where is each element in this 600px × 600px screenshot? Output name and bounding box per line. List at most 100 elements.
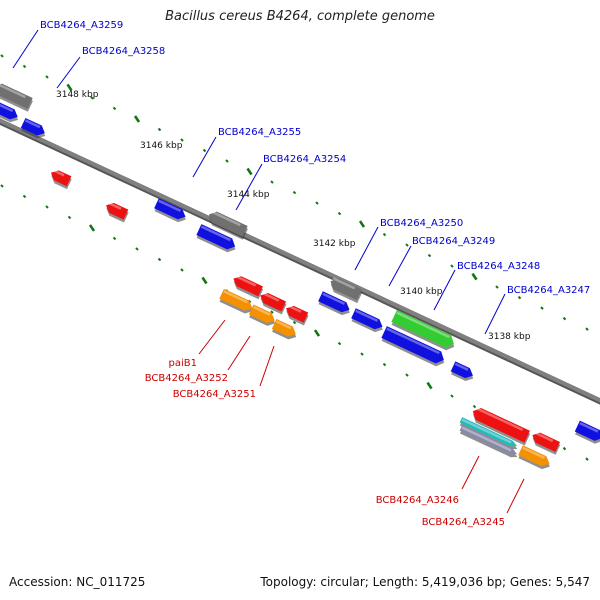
gene-feature-5[interactable] — [103, 200, 130, 223]
gene-feature-17[interactable] — [350, 308, 386, 334]
gene-label-reverse[interactable]: BCB4264_A3251 — [173, 389, 256, 400]
gene-label-reverse[interactable]: BCB4264_A3245 — [422, 517, 505, 528]
gene-highlight — [223, 290, 248, 304]
gene-body — [154, 198, 186, 220]
gene-feature-21[interactable] — [469, 405, 531, 446]
outer-tick-mark — [270, 180, 274, 184]
outer-tick-mark — [315, 201, 319, 205]
gene-feature-8[interactable] — [195, 224, 239, 255]
gene-feature-23[interactable] — [459, 425, 520, 460]
outer-tick-mark — [180, 138, 184, 142]
gene-feature-7[interactable] — [205, 209, 249, 240]
outer-tick-mark — [495, 285, 499, 289]
gene-highlight — [252, 305, 271, 316]
gene-body — [532, 432, 561, 452]
gene-label-forward[interactable]: BCB4264_A3250 — [380, 218, 463, 229]
outer-tick-mark — [471, 272, 478, 281]
inner-tick-mark — [112, 236, 117, 241]
scale-label: 3138 kbp — [488, 332, 531, 342]
inner-tick-mark — [426, 381, 433, 390]
gene-feature-3[interactable] — [20, 117, 49, 141]
label-leader-line — [433, 269, 456, 311]
gene-body — [518, 445, 550, 467]
gene-highlight — [200, 225, 231, 242]
gene-body — [381, 326, 444, 364]
gene-feature-2[interactable] — [0, 100, 21, 125]
outer-tick-mark — [292, 190, 297, 195]
gene-feature-6[interactable] — [153, 198, 189, 224]
gene-body — [459, 425, 518, 455]
label-leader-line — [354, 226, 379, 271]
gene-feature-26[interactable] — [574, 420, 600, 447]
inner-tick-mark — [562, 446, 567, 451]
gene-feature-20[interactable] — [450, 361, 477, 383]
gene-body — [318, 291, 350, 313]
label-leader-line — [259, 345, 275, 387]
label-leader-line — [56, 56, 81, 89]
gene-body — [286, 305, 309, 323]
outer-tick-mark — [450, 264, 454, 268]
gene-highlight — [235, 274, 257, 287]
label-leaders — [12, 29, 525, 514]
label-leader-line — [506, 478, 525, 514]
gene-label-forward[interactable]: BCB4264_A3258 — [82, 46, 165, 57]
gene-body — [196, 224, 236, 250]
gene-feature-19[interactable] — [380, 326, 448, 369]
gene-body — [248, 304, 275, 323]
outer-tick-mark — [517, 295, 522, 300]
gene-label-reverse[interactable]: BCB4264_A3252 — [145, 373, 228, 384]
gene-label-forward[interactable]: BCB4264_A3254 — [263, 154, 346, 165]
gene-label-reverse[interactable]: BCB4264_A3246 — [376, 495, 459, 506]
outer-tick-mark — [112, 106, 117, 111]
gene-label-forward[interactable]: BCB4264_A3259 — [40, 20, 123, 31]
outer-tick-mark — [337, 211, 342, 216]
inner-tick-mark — [135, 247, 139, 251]
outer-tick-mark — [540, 306, 544, 310]
gene-label-forward[interactable]: BCB4264_A3249 — [412, 236, 495, 247]
inner-tick-mark — [337, 341, 342, 346]
gene-feature-15[interactable] — [327, 276, 363, 304]
gene-feature-14[interactable] — [271, 318, 300, 342]
gene-highlight — [396, 311, 450, 339]
inner-tick-mark — [585, 457, 589, 461]
inner-tick-mark — [405, 373, 409, 377]
gene-feature-16[interactable] — [317, 291, 353, 317]
gene-feature-11[interactable] — [257, 291, 288, 315]
gene-feature-10[interactable] — [218, 288, 256, 316]
label-leader-line — [198, 319, 226, 355]
gene-body — [106, 202, 129, 220]
gene-body — [233, 276, 263, 297]
gene-body — [450, 361, 473, 379]
gene-highlight — [0, 101, 14, 113]
gene-feature-25[interactable] — [517, 445, 553, 471]
gene-feature-9[interactable] — [230, 274, 264, 300]
gene-feature-13[interactable] — [283, 303, 310, 326]
gene-highlight — [107, 201, 122, 210]
outer-tick-mark — [427, 253, 432, 258]
gene-feature-4[interactable] — [48, 168, 73, 190]
gene-feature-12[interactable] — [248, 304, 279, 329]
gene-highlight — [210, 210, 241, 227]
gene-feature-1[interactable] — [0, 81, 34, 112]
gene-label-forward[interactable]: BCB4264_A3247 — [507, 285, 590, 296]
accession-text: Accession: NC_011725 — [9, 575, 146, 589]
gene-feature-24[interactable] — [529, 430, 561, 455]
gene-feature-18[interactable] — [390, 310, 458, 353]
gene-label-forward[interactable]: BCB4264_A3248 — [457, 261, 540, 272]
gene-label-forward[interactable]: BCB4264_A3255 — [218, 127, 301, 138]
outer-tick-mark — [358, 220, 366, 228]
gene-label-reverse[interactable]: paiB1 — [169, 358, 197, 369]
inner-tick-mark — [22, 194, 27, 199]
gene-highlight — [52, 169, 65, 177]
gene-body — [0, 83, 33, 109]
outer-tick-mark — [382, 232, 387, 237]
gene-highlight — [287, 304, 302, 313]
scale-label: 3146 kbp — [140, 141, 183, 151]
gene-body — [219, 288, 253, 311]
label-leader-line — [12, 29, 39, 69]
gene-highlight — [355, 309, 379, 322]
gene-feature-22[interactable] — [459, 417, 520, 452]
gene-highlight — [275, 320, 292, 330]
